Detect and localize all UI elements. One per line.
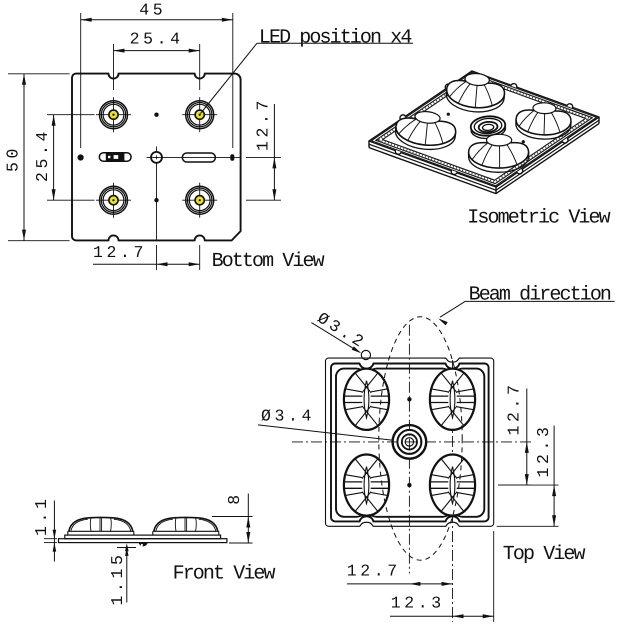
svg-text:12.3: 12.3 [391,593,445,612]
svg-text:LED position x4: LED position x4 [259,27,411,50]
svg-text:Top View: Top View [503,543,586,566]
svg-text:50: 50 [3,145,22,172]
svg-text:12.7: 12.7 [347,561,401,580]
svg-text:12.7: 12.7 [254,97,273,151]
svg-text:12.3: 12.3 [534,423,553,477]
svg-text:25.4: 25.4 [33,128,52,182]
svg-text:25.4: 25.4 [130,29,184,48]
svg-text:8: 8 [225,491,244,505]
svg-text:Bottom View: Bottom View [212,250,325,273]
svg-text:45: 45 [139,0,166,19]
svg-text:Beam direction: Beam direction [469,283,611,306]
svg-text:Front View: Front View [173,563,276,586]
svg-text:Isometric View: Isometric View [467,207,610,230]
svg-text:1.15: 1.15 [108,551,127,605]
svg-text:12.7: 12.7 [505,381,524,435]
svg-text:12.7: 12.7 [93,243,147,262]
svg-text:Ø3.4: Ø3.4 [261,406,315,425]
svg-text:1.1: 1.1 [32,496,51,537]
